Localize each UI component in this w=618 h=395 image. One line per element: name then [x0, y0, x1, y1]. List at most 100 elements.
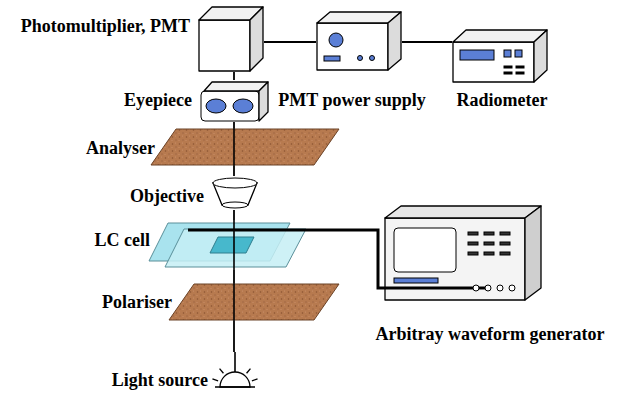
wire-line: [252, 379, 258, 381]
wire-line: [233, 220, 235, 270]
connector-line: [233, 122, 235, 128]
connector-line: [233, 270, 235, 283]
light-source: Light source: [212, 352, 258, 390]
polariser-plate: Polariser: [168, 283, 340, 321]
part-label: Photomultiplier, PMT: [21, 16, 190, 37]
eyepiece-lens: [206, 99, 226, 113]
objective-lens: Objective: [212, 176, 258, 210]
panel-part: [500, 232, 510, 235]
part-label: Eyepiece: [124, 90, 192, 111]
radiometer-box: Radiometer: [452, 28, 548, 84]
panel-part: [516, 72, 524, 74]
panel-part: [500, 252, 510, 255]
shape-face: [199, 20, 250, 71]
lc-cell-art: [148, 220, 308, 270]
wire-line: [234, 352, 236, 372]
wire-line: [233, 283, 235, 321]
knob: [485, 285, 491, 291]
knob: [509, 285, 515, 291]
power-supply-box-art: [316, 10, 402, 72]
knob: [329, 33, 343, 47]
shape-face: [165, 229, 306, 267]
connector-line: [233, 166, 235, 176]
shape-face: [259, 82, 268, 121]
shape-face: [169, 284, 339, 320]
connector-line: [233, 321, 235, 352]
panel-part: [484, 232, 494, 235]
connector-line: [264, 41, 316, 43]
part-label: Arbitray waveform generator: [376, 324, 605, 345]
shape-face: [453, 30, 547, 42]
panel-part: [468, 242, 478, 245]
part-label: Light source: [112, 370, 208, 391]
wire-line: [212, 379, 218, 381]
waveform-generator: Arbitray waveform generator: [384, 204, 544, 314]
panel-part: [468, 232, 478, 235]
wire-line: [215, 386, 255, 388]
panel-part: [504, 72, 512, 74]
radiometer-box-art: [452, 28, 548, 84]
panel-part: [394, 278, 438, 283]
shape-face: [317, 23, 388, 70]
wire-line: [220, 369, 224, 374]
shape-face: [385, 218, 525, 300]
shape-face: [317, 12, 401, 23]
shape-face: [151, 129, 339, 165]
wire-line: [384, 287, 488, 290]
bulb: [220, 372, 250, 387]
eyepiece-box: Eyepiece: [200, 80, 270, 122]
panel-part: [468, 252, 478, 255]
part-label: LC cell: [95, 230, 151, 251]
knob: [473, 285, 479, 291]
part-label: Polariser: [102, 292, 172, 313]
shape-face: [210, 237, 254, 253]
power-supply-box: PMT power supply: [316, 10, 402, 72]
part-label: PMT power supply: [278, 90, 425, 111]
objective-lens: [222, 202, 248, 208]
eyepiece-lens: [233, 99, 253, 113]
shape-face: [204, 82, 268, 91]
panel-part: [324, 56, 340, 61]
photomultiplier-box: Photomultiplier, PMT: [198, 4, 264, 72]
shape-face: [250, 7, 263, 71]
panel-part: [504, 66, 512, 68]
lc-cell: LC cell: [148, 220, 308, 270]
panel-part: [484, 252, 494, 255]
analyser-plate-art: [150, 128, 340, 166]
wire-line: [247, 369, 251, 374]
objective-rim: [213, 178, 257, 188]
knob: [370, 56, 375, 61]
photomultiplier-box-art: [198, 4, 264, 72]
polariser-plate-art: [168, 283, 340, 321]
knob: [497, 285, 503, 291]
objective-lens-art: [212, 176, 258, 210]
panel-part: [460, 50, 494, 60]
wire-line: [233, 128, 235, 166]
connector-line: [233, 210, 235, 220]
panel-part: [515, 50, 522, 57]
connector-line: [308, 230, 384, 288]
panel-part: [500, 242, 510, 245]
part-label: Analyser: [86, 138, 155, 159]
part-label: Objective: [130, 186, 204, 207]
panel-part: [201, 91, 259, 121]
analyser-plate: Analyser: [150, 128, 340, 166]
wire-line: [188, 229, 308, 232]
shape-face: [453, 42, 534, 82]
shape-face: [525, 206, 541, 300]
panel-part: [394, 228, 456, 272]
connector-line: [233, 72, 235, 80]
shape-face: [385, 206, 541, 218]
panel-part: [516, 66, 524, 68]
eyepiece-box-art: [200, 80, 270, 122]
waveform-generator-art: [384, 204, 544, 314]
part-label: Radiometer: [457, 90, 548, 111]
connector-line: [402, 41, 452, 43]
light-source-art: [212, 352, 258, 390]
panel-part: [504, 50, 511, 57]
shape-face: [534, 30, 547, 82]
knob: [358, 56, 363, 61]
shape-face: [388, 12, 401, 70]
panel-part: [484, 242, 494, 245]
